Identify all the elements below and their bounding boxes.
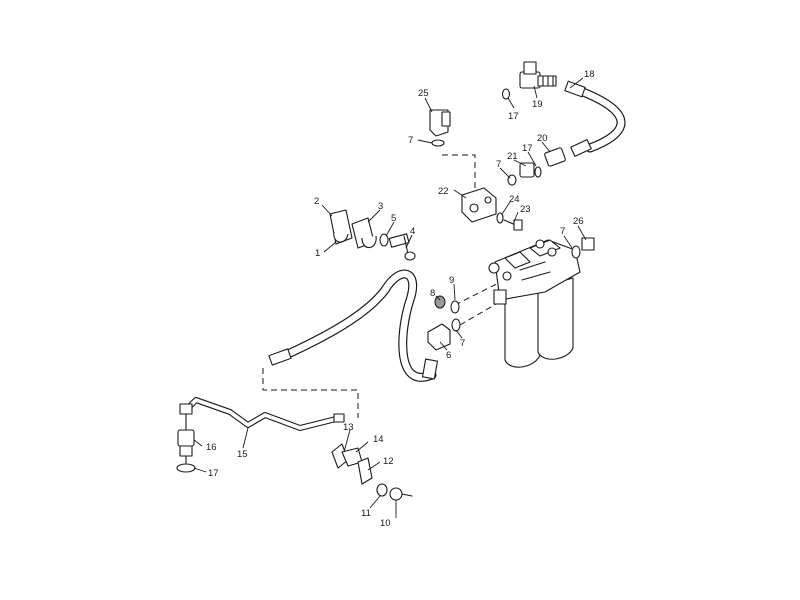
- fitting-26: [571, 237, 595, 259]
- clamp-group-11-14: [331, 443, 413, 501]
- callout-7-c: 7: [496, 159, 501, 170]
- callout-labels: 1 2 3 4 5 6 7 8 9 10 11 12 13 14 15 16 1…: [206, 69, 595, 529]
- callout-14: 14: [373, 434, 384, 445]
- elbow-fitting-19: [519, 61, 557, 89]
- plug-8-washer-9: [434, 295, 460, 314]
- callout-19: 19: [532, 99, 543, 110]
- bolt-23-24: [496, 212, 523, 231]
- metal-tube-15: [179, 397, 345, 431]
- elbow-6: [427, 318, 461, 351]
- callout-24: 24: [509, 194, 520, 205]
- callout-18: 18: [584, 69, 595, 80]
- callout-21: 21: [507, 151, 518, 162]
- callout-10: 10: [380, 518, 391, 529]
- callout-1: 1: [315, 248, 320, 259]
- callout-7-a: 7: [460, 338, 465, 349]
- callout-17-b: 17: [508, 111, 519, 122]
- callout-3: 3: [378, 201, 383, 212]
- clamp-bracket-1-5: [329, 209, 416, 261]
- callout-20: 20: [537, 133, 548, 144]
- callout-12: 12: [383, 456, 394, 467]
- callout-15: 15: [237, 449, 248, 460]
- union-16: [176, 413, 196, 473]
- callout-13: 13: [343, 422, 354, 433]
- callout-17-c: 17: [522, 143, 533, 154]
- callout-17-a: 17: [208, 468, 219, 479]
- callout-23: 23: [520, 204, 531, 215]
- fitting-chain-20-21: [507, 147, 566, 186]
- callout-16: 16: [206, 442, 217, 453]
- leader-lines: [193, 77, 587, 518]
- callout-11: 11: [361, 508, 371, 519]
- washer-17-top: [501, 88, 511, 100]
- callout-8: 8: [430, 288, 435, 299]
- hose-assembly-18: [564, 80, 626, 157]
- adapter-block-22: [461, 187, 497, 223]
- looped-hose: [268, 269, 439, 382]
- callout-4: 4: [410, 226, 415, 237]
- callout-9: 9: [449, 275, 454, 286]
- callout-2: 2: [314, 196, 319, 207]
- callout-22: 22: [438, 186, 449, 197]
- callout-5: 5: [391, 213, 396, 224]
- callout-7-b: 7: [408, 135, 413, 146]
- callout-6: 6: [446, 350, 451, 361]
- callout-7-d: 7: [560, 226, 565, 237]
- elbow-25: [429, 109, 451, 147]
- callout-26: 26: [573, 216, 584, 227]
- fuel-filter-assembly: [488, 239, 581, 368]
- callout-25: 25: [418, 88, 429, 99]
